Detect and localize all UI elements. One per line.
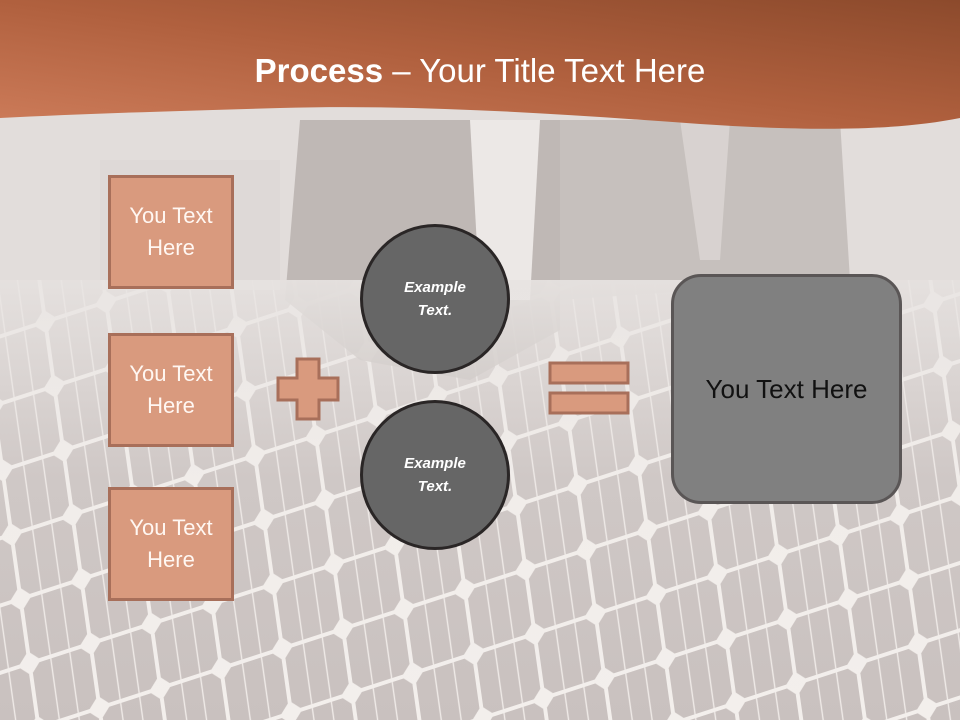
example-circle-2-line1: Example [404, 455, 466, 472]
example-circle-2-line2: Text. [417, 478, 453, 495]
title-rest: Your Title Text Here [419, 52, 706, 89]
equals-icon [548, 361, 630, 415]
example-circle-2[interactable]: Example Text. [360, 400, 510, 550]
example-circle-1[interactable]: Example Text. [360, 224, 510, 374]
page-title: Process – Your Title Text Here [0, 52, 960, 90]
input-box-1-line1: You Text [129, 203, 213, 228]
title-bold: Process [254, 52, 384, 89]
input-box-3[interactable]: You Text Here [108, 487, 234, 601]
input-box-2-line1: You Text [129, 361, 213, 386]
input-box-1[interactable]: You Text Here [108, 175, 234, 289]
input-box-3-line2: Here [147, 547, 195, 572]
input-box-2-line2: Here [147, 393, 195, 418]
result-box[interactable]: You Text Here [671, 274, 902, 504]
header-banner [0, 0, 960, 129]
input-box-3-line1: You Text [129, 515, 213, 540]
input-box-1-line2: Here [147, 235, 195, 260]
input-box-2[interactable]: You Text Here [108, 333, 234, 447]
result-text: You Text Here [705, 373, 868, 404]
example-circle-1-line2: Text. [417, 302, 453, 319]
title-dash: – [383, 52, 420, 89]
example-circle-1-line1: Example [404, 279, 466, 296]
plus-icon [276, 357, 340, 421]
